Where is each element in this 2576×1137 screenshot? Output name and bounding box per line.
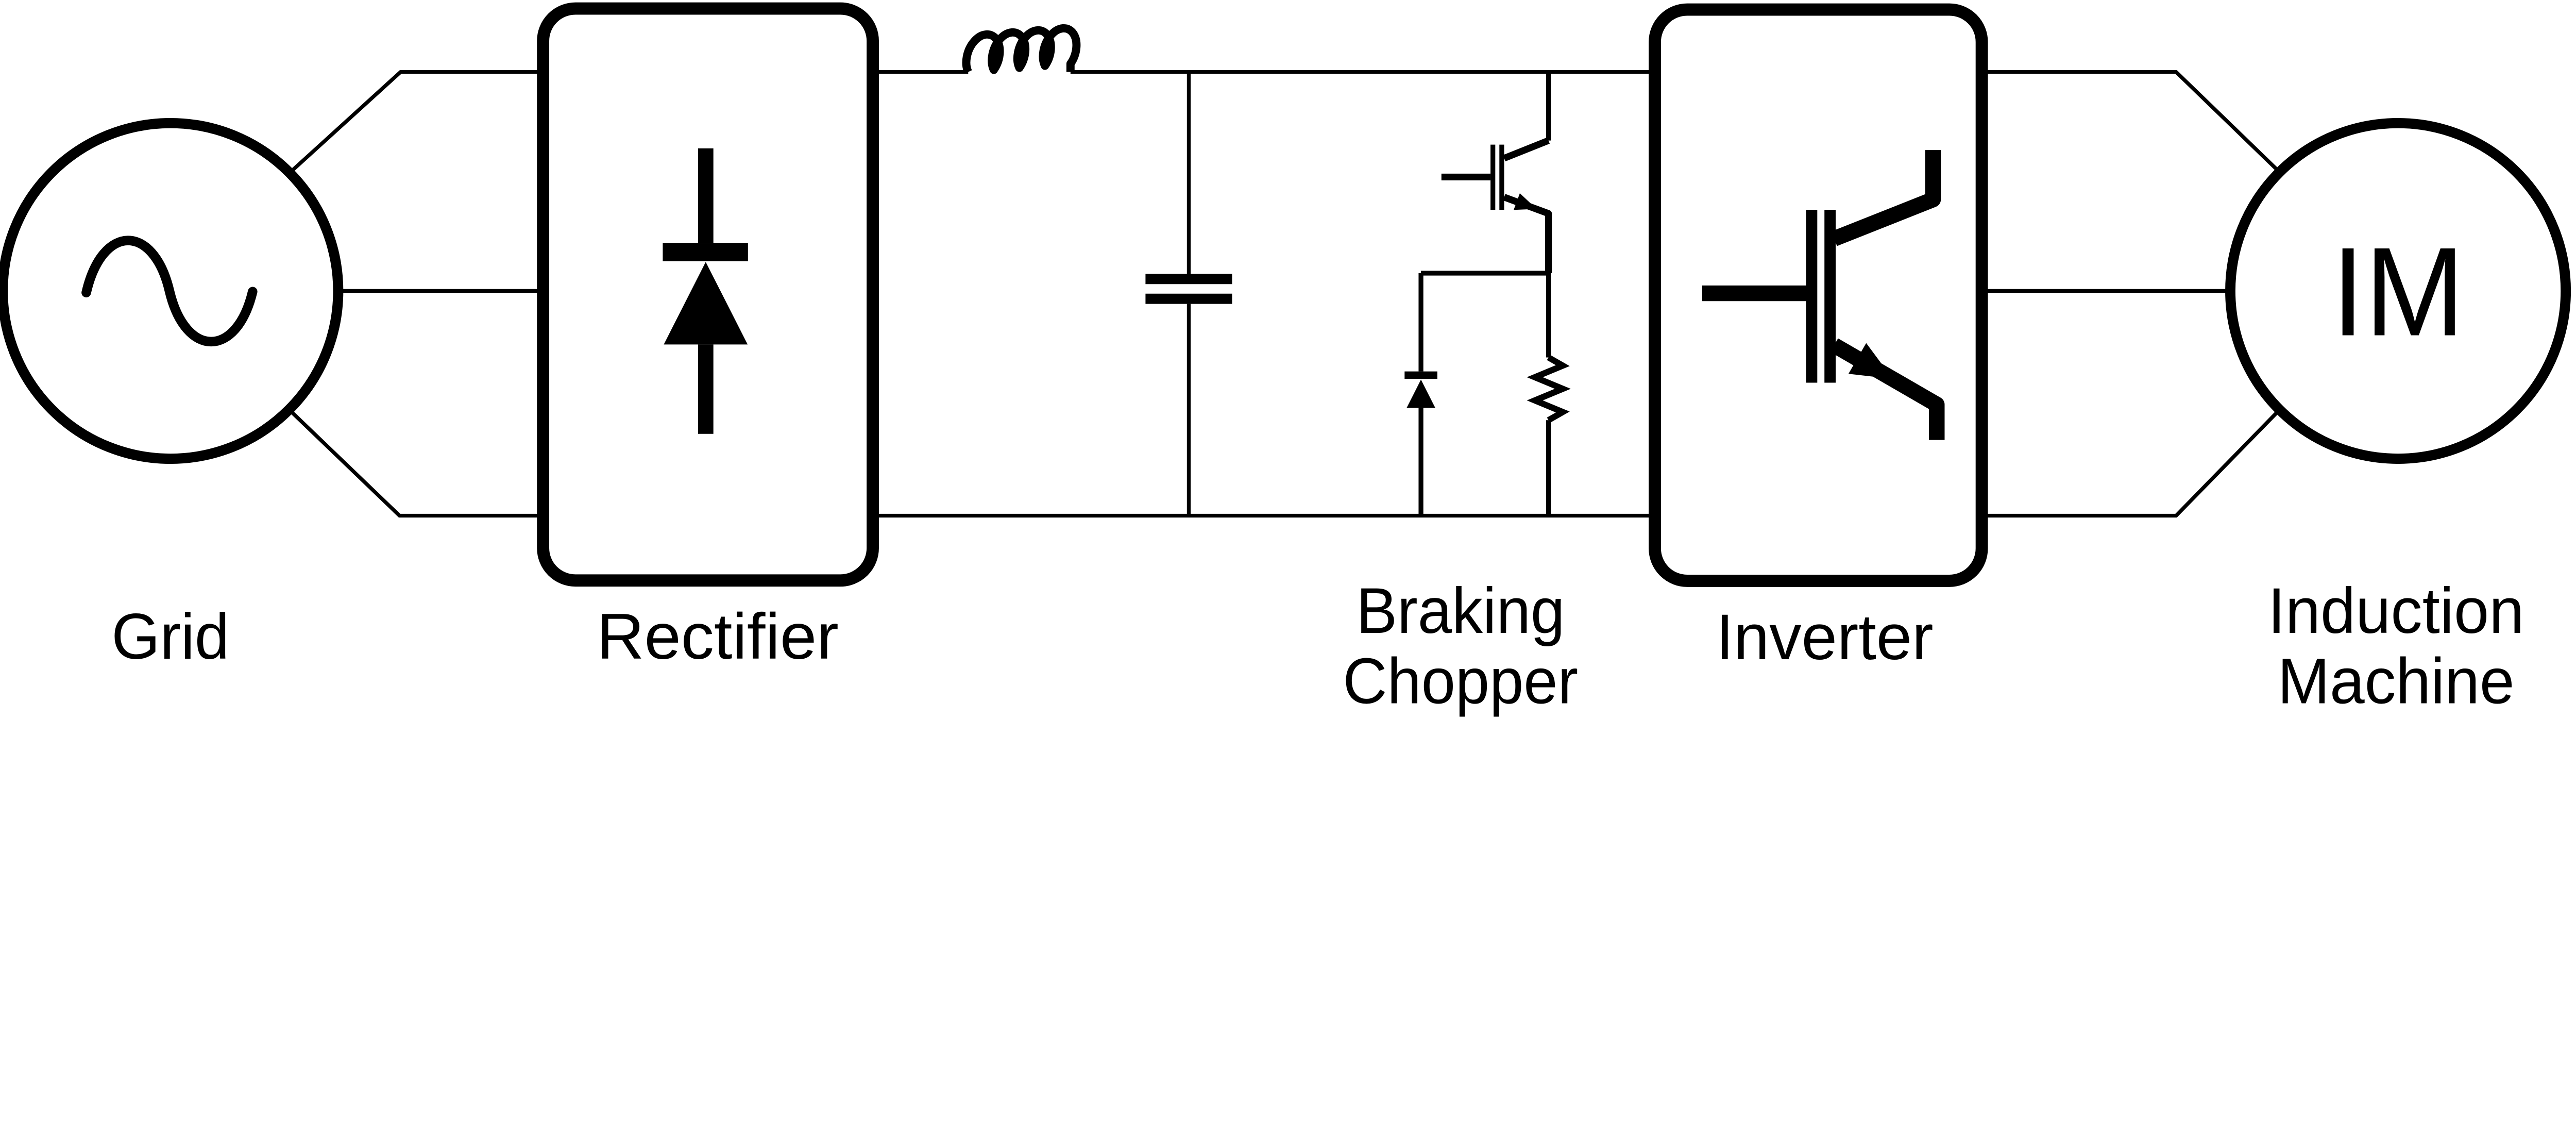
- label-rectifier: Rectifier: [597, 600, 839, 673]
- motor-wire-bottom: [1981, 408, 2282, 518]
- label-braking-chopper-line2: Chopper: [1343, 644, 1579, 717]
- labels: Grid Rectifier Braking Chopper Inverter …: [111, 574, 2524, 717]
- label-grid: Grid: [111, 600, 229, 673]
- label-induction-machine-line1: Induction: [2268, 574, 2524, 647]
- chopper-igbt-collector: [1503, 137, 1550, 162]
- grid-circle: [0, 118, 344, 464]
- inverter-igbt-collector: [1831, 150, 1941, 246]
- rectifier-box: [537, 2, 879, 587]
- diode-cathode-bar: [663, 243, 748, 261]
- chopper-igbt-arrow-icon: [1514, 193, 1537, 210]
- ac-sine-icon: [81, 236, 258, 347]
- inverter-block: [1649, 3, 1988, 587]
- rectifier-block: [537, 2, 879, 587]
- braking-chopper: [1404, 72, 1571, 516]
- motor-wire-top: [1981, 70, 2282, 174]
- grid-source: [0, 118, 344, 464]
- label-induction-machine-line2: Machine: [2278, 644, 2515, 717]
- inverter-igbt-icon: [1702, 150, 1945, 440]
- diode-triangle: [664, 262, 748, 345]
- inverter-igbt-arrow-icon: [1848, 343, 1893, 379]
- induction-machine: IM: [2225, 118, 2571, 464]
- grid-wires: [287, 70, 544, 518]
- circuit-diagram: IM Grid Rectifier Braking Chopper Invert…: [0, 2, 2571, 717]
- chopper-diode-triangle: [1406, 379, 1435, 408]
- chopper-igbt-icon: [1441, 137, 1552, 274]
- chopper-freewheel-diode-icon: [1404, 273, 1437, 516]
- label-braking-chopper-line1: Braking: [1356, 574, 1565, 647]
- diode-icon: [663, 148, 748, 434]
- grid-wire-bottom: [287, 408, 544, 518]
- inverter-box: [1649, 3, 1988, 587]
- motor-im-text: IM: [2331, 221, 2465, 362]
- label-inverter: Inverter: [1716, 600, 1933, 673]
- brake-resistor-icon: [1527, 273, 1571, 516]
- motor-circle: [2225, 118, 2571, 464]
- motor-wires: [1981, 70, 2282, 518]
- resistor-zigzag: [1527, 355, 1571, 423]
- dc-link: [873, 24, 1655, 518]
- capacitor-icon: [1145, 72, 1232, 516]
- inductor-coil-icon: [962, 24, 1081, 74]
- grid-wire-top: [287, 70, 544, 176]
- inverter-igbt-emitter: [1830, 338, 1945, 440]
- circuit-diagram-page: IM Grid Rectifier Braking Chopper Invert…: [0, 2, 2571, 717]
